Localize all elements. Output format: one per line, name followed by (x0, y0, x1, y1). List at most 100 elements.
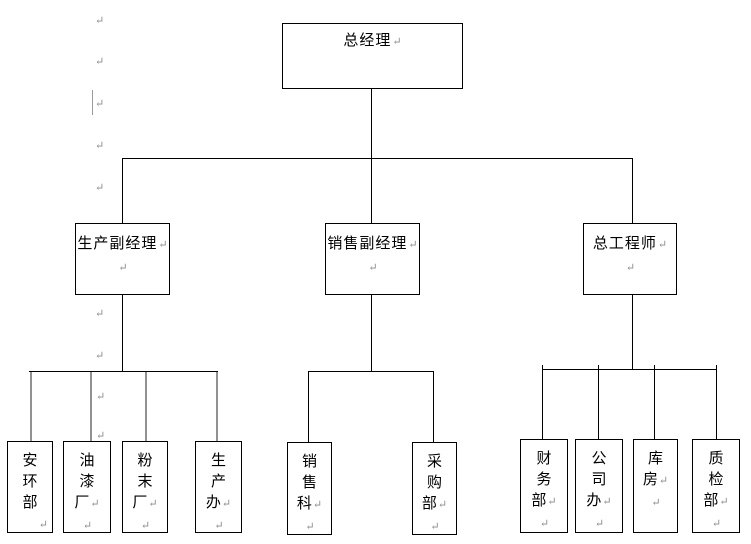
empty-line: ↵ (413, 516, 456, 538)
connector-drop-dept-caigoubu (433, 371, 434, 443)
paragraph-mark: ↵ (90, 498, 100, 510)
node-char: 油 (79, 453, 95, 469)
org-node-dept-fenmo[interactable]: 粉 末 厂↵ ↵ (122, 441, 168, 533)
paragraph-mark: ↵ (368, 262, 378, 274)
org-node-chief-engineer[interactable]: 总工程师↵ ↵ (583, 223, 677, 295)
node-char: 环 (22, 474, 38, 490)
org-node-dept-xiaoshouke[interactable]: 销 售 科↵ ↵ (287, 442, 332, 535)
connector-root-drop (371, 89, 372, 159)
paragraph-mark: ↵ (547, 496, 557, 508)
node-char: 粉 (137, 453, 153, 469)
paragraph-mark: ↵ (437, 499, 448, 511)
paragraph-mark: ↵ (305, 521, 315, 533)
connector-rail-level2 (122, 158, 633, 159)
org-node-production-deputy-manager[interactable]: 生产副经理↵ ↵ (75, 223, 170, 295)
connector-rail-sales (308, 371, 434, 372)
paragraph-mark: ↵ (158, 239, 168, 251)
empty-line: ↵ (584, 256, 676, 279)
paragraph-mark: ↵ (95, 308, 105, 320)
paragraph-mark: ↵ (96, 391, 106, 403)
connector-feed-engineer (632, 294, 633, 370)
org-node-dept-gongsiban[interactable]: 公 司 办↵ ↵ (575, 439, 623, 533)
empty-line: ↵ (634, 492, 677, 514)
org-node-dept-zhijianbu[interactable]: 质 检 部↵ ↵ (692, 439, 740, 533)
paragraph-mark: ↵ (95, 15, 105, 27)
paragraph-mark: ↵ (602, 496, 612, 508)
paragraph-mark: ↵ (430, 521, 440, 533)
connector-feed-sales (371, 294, 372, 372)
node-char: 采 (426, 454, 442, 470)
connector-drop-engineer (632, 158, 633, 224)
node-text-line: 总工程师↵ (584, 233, 676, 256)
paragraph-mark: ↵ (711, 518, 722, 530)
node-text-line: 销售副经理↵ (326, 233, 419, 256)
paragraph-mark: ↵ (719, 496, 729, 508)
empty-line: ↵ (196, 515, 241, 537)
paragraph-mark: ↵ (625, 262, 636, 274)
org-node-dept-shengchanban[interactable]: 生 产 办↵ ↵ (195, 441, 242, 533)
connector-drop-dept-gongsiban (598, 365, 599, 440)
text-cursor (92, 90, 93, 115)
node-label: 总经理 (343, 33, 392, 49)
paragraph-mark: ↵ (95, 98, 105, 110)
node-char: 司 (591, 472, 607, 488)
paragraph-mark: ↵ (651, 497, 661, 509)
node-char: 购 (426, 475, 442, 491)
org-node-dept-kufang[interactable]: 库 房↵ ↵ (633, 439, 678, 533)
connector-drop-sales (371, 158, 372, 224)
node-char: 漆 (79, 474, 95, 490)
paragraph-mark: ↵ (118, 262, 128, 274)
org-node-dept-caigoubu[interactable]: 采 购 部↵ ↵ (412, 442, 457, 535)
connector-drop-dept-fenmo (145, 372, 147, 441)
node-char: 部↵ (421, 496, 448, 512)
node-char: 部 (22, 495, 38, 511)
paragraph-mark: ↵ (594, 518, 605, 530)
node-char: 办↵ (205, 495, 232, 511)
org-node-dept-caiwubu[interactable]: 财 务 部↵ ↵ (520, 439, 568, 533)
connector-drop-dept-kufang (654, 365, 655, 440)
node-text-line: 总经理↵ (283, 30, 462, 53)
paragraph-mark: ↵ (392, 36, 402, 48)
connector-feed-production (122, 294, 123, 372)
node-char: 售 (301, 475, 317, 491)
empty-line: ↵ (693, 513, 739, 535)
paragraph-mark: ↵ (148, 498, 158, 510)
org-node-dept-anhuan[interactable]: 安 环 部 ↵ (7, 441, 53, 533)
paragraph-mark: ↵ (214, 520, 224, 532)
empty-line: ↵ (123, 515, 167, 537)
connector-drop-dept-caiwubu (542, 365, 543, 440)
org-node-general-manager[interactable]: 总经理↵ (282, 23, 463, 89)
connector-drop-dept-shengchanban (216, 372, 218, 441)
node-char: 生 (210, 453, 226, 469)
node-char: 办↵ (586, 493, 612, 509)
node-text-line: 生产副经理↵ (76, 233, 169, 256)
paragraph-mark: ↵ (140, 520, 151, 532)
node-char: 销 (301, 454, 317, 470)
org-node-dept-youqi[interactable]: 油 漆 厂↵ ↵ (63, 441, 111, 533)
connector-rail-engineer (542, 369, 717, 370)
node-char: 库 (647, 451, 663, 467)
node-label: 销售副经理 (327, 236, 408, 252)
empty-line: ↵ (64, 515, 110, 537)
paragraph-mark: ↵ (312, 499, 323, 511)
empty-line: ↵ (576, 513, 622, 535)
paragraph-mark: ↵ (95, 182, 105, 194)
node-char: 厂↵ (74, 495, 100, 511)
node-char: 科↵ (296, 496, 323, 512)
node-char: 安 (22, 453, 38, 469)
org-node-sales-deputy-manager[interactable]: 销售副经理↵ ↵ (325, 223, 420, 295)
node-char: 产 (210, 474, 226, 490)
node-char: 房↵ (642, 472, 669, 488)
node-char: 检 (708, 472, 724, 488)
node-char: 部↵ (531, 493, 557, 509)
paragraph-mark: ↵ (657, 239, 668, 251)
paragraph-mark: ↵ (82, 520, 93, 532)
empty-line: ↵ (521, 513, 567, 535)
paragraph-mark: ↵ (658, 475, 669, 487)
paragraph-mark: ↵ (408, 239, 418, 251)
node-char: 务 (536, 472, 552, 488)
empty-line: ↵ (288, 516, 331, 538)
paragraph-mark: ↵ (539, 518, 550, 530)
paragraph-mark: ↵ (221, 498, 232, 510)
empty-line: ↵ (76, 256, 169, 279)
